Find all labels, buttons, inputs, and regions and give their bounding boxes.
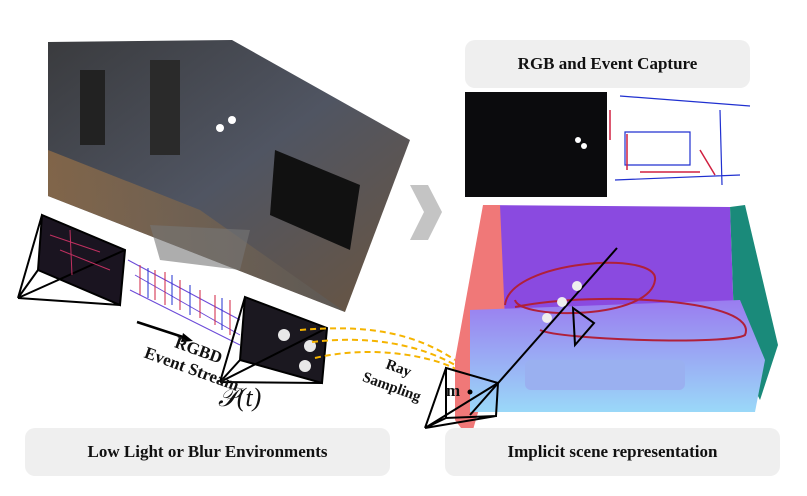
pose-label: 𝒫(t) xyxy=(218,383,262,412)
camera-trajectory xyxy=(504,261,747,342)
event-stream xyxy=(127,259,241,346)
point-label: m xyxy=(446,381,461,400)
low-light-label: Low Light or Blur Environments xyxy=(25,428,390,476)
rgb-event-capture-label: RGB and Event Capture xyxy=(465,40,750,88)
sample-point xyxy=(278,329,290,341)
sampling-rays xyxy=(299,327,459,371)
stream-arrow xyxy=(136,320,187,340)
event-capture-image xyxy=(609,92,757,197)
sample-point xyxy=(304,340,316,352)
camera-frustum-pose xyxy=(219,295,329,385)
sample-point xyxy=(299,360,311,372)
camera-frustum-start xyxy=(17,213,127,307)
room-photo xyxy=(48,40,410,312)
flow-arrow xyxy=(410,185,442,240)
camera-frustum-query xyxy=(424,366,500,429)
implicit-scene-label: Implicit scene representation xyxy=(445,428,780,476)
implicit-scene-mesh xyxy=(455,205,778,440)
sampling-ray xyxy=(469,247,618,416)
